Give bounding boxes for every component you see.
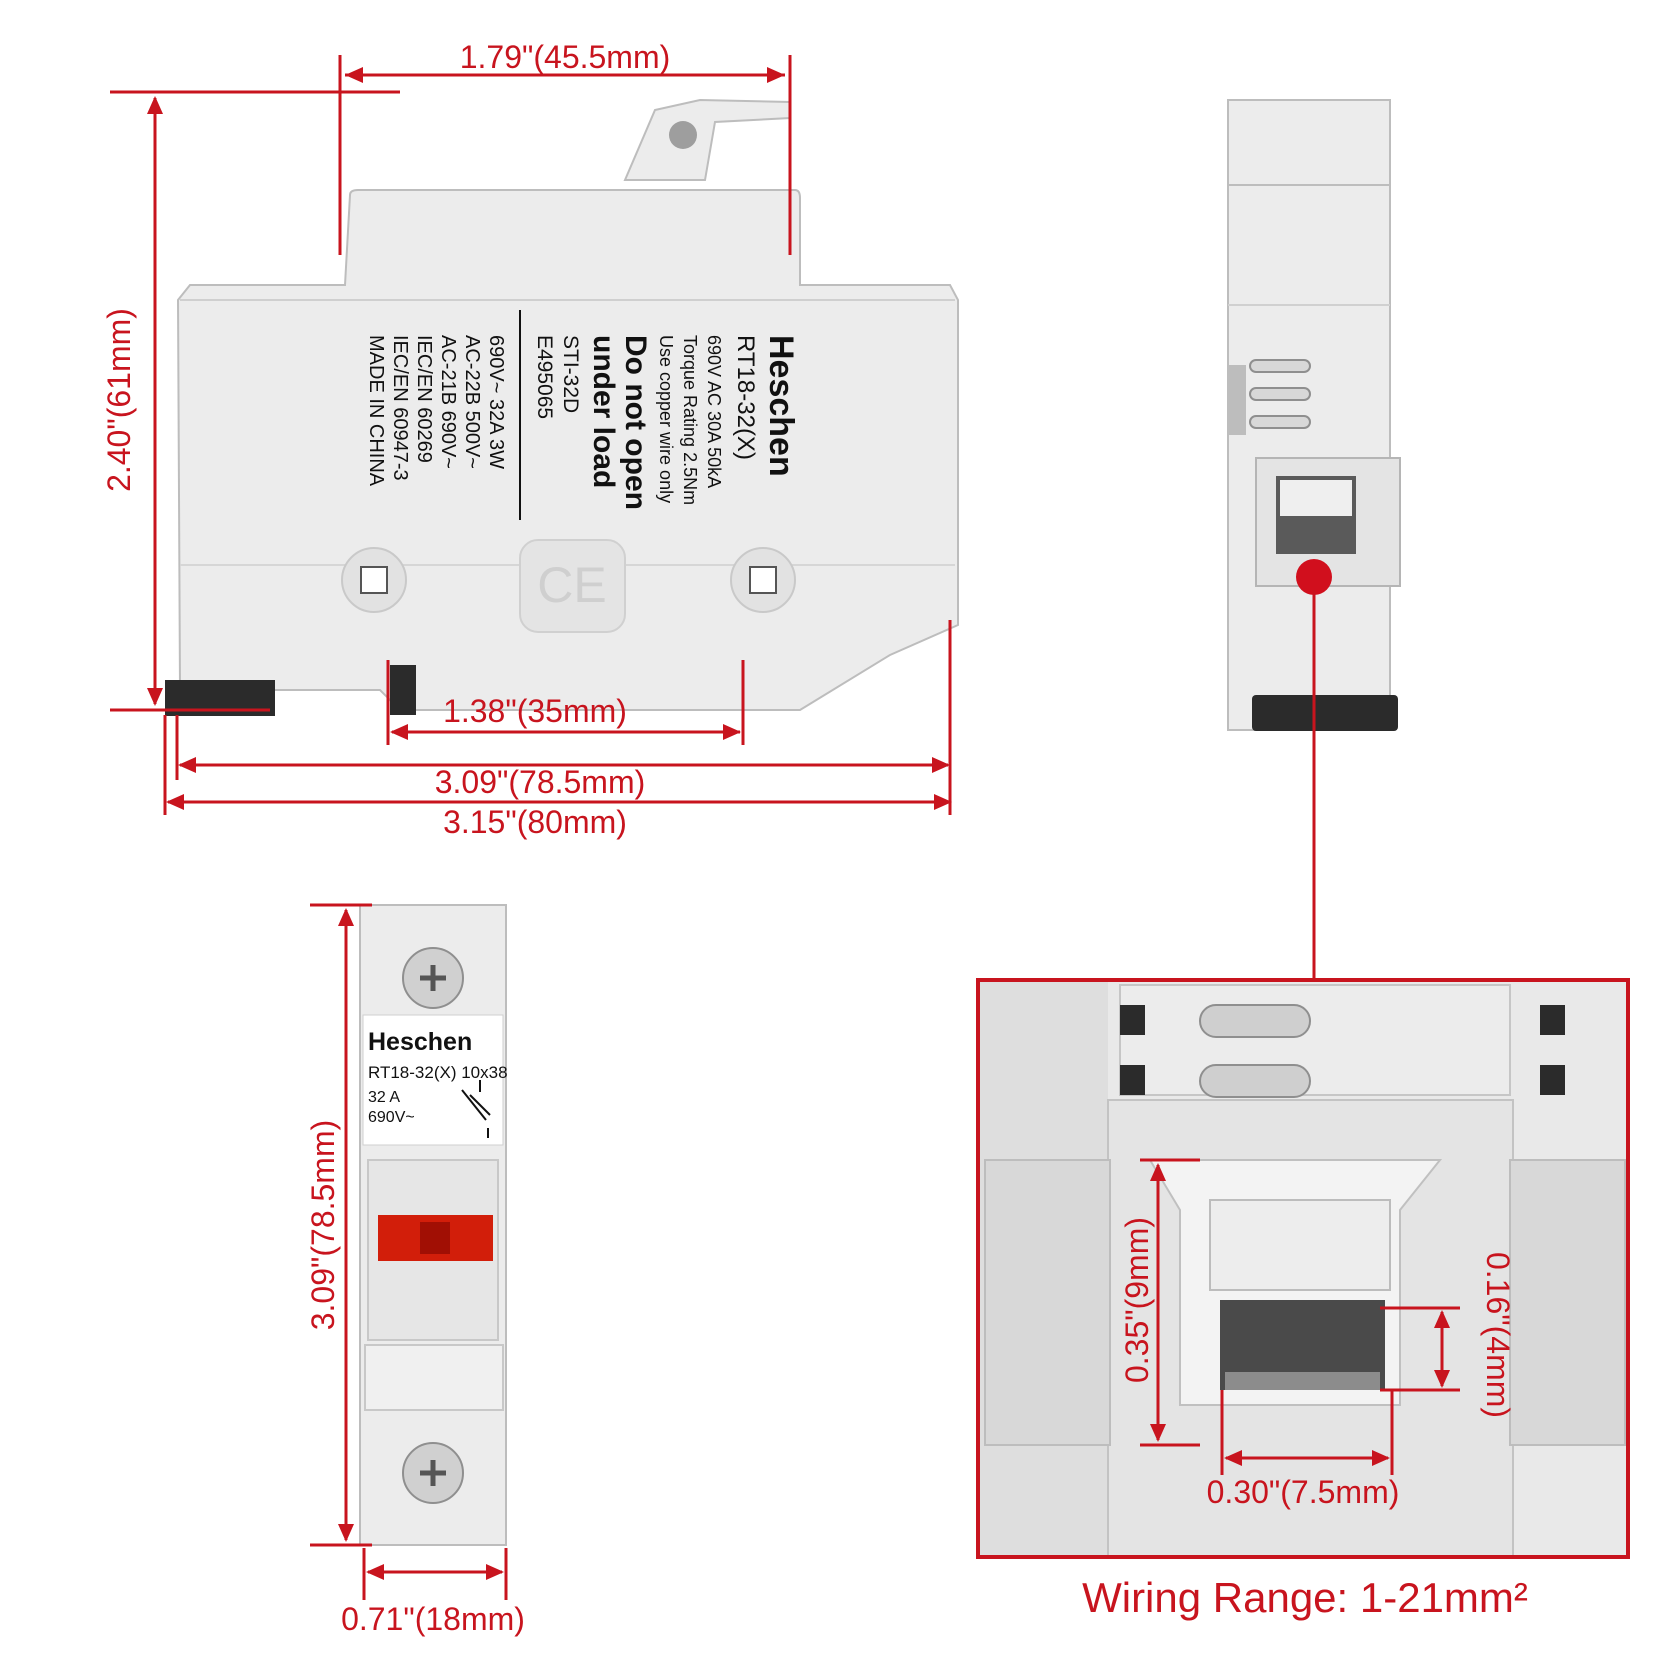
- callout-dot: [1296, 559, 1332, 595]
- detail-contact-1: [1199, 1004, 1311, 1038]
- side-view: CE Heschen RT18-32(X) 690V AC 30A 50kA T…: [101, 39, 959, 840]
- clip-hole: [669, 121, 697, 149]
- dim-front-width: 0.71"(18mm): [341, 1601, 525, 1637]
- side-warning-2: under load: [587, 335, 620, 488]
- side-spec-5: IEC/EN 60947-3: [389, 335, 411, 481]
- detail-frame: [976, 978, 1630, 1559]
- side-spec-3: AC-21B 690V~: [437, 335, 459, 469]
- ce-mark: [519, 539, 626, 633]
- side-brand: Heschen: [762, 335, 800, 477]
- mount-hole-right: [749, 566, 777, 594]
- side-label: Heschen RT18-32(X) 690V AC 30A 50kA Torq…: [365, 310, 800, 520]
- top-clip: [623, 98, 791, 181]
- end-contact-1: [1249, 359, 1311, 373]
- end-top-cap: [1227, 99, 1391, 191]
- din-foot-hook: [390, 665, 416, 715]
- side-spec-4: IEC/EN 60269: [413, 335, 435, 463]
- dim-clamp-height: 0.35"(9mm): [1119, 1217, 1155, 1383]
- end-din-foot: [1252, 695, 1398, 731]
- side-warning-1: Do not open: [619, 335, 652, 510]
- ce-mark-text: CE: [537, 557, 606, 613]
- end-view: [1227, 99, 1401, 980]
- detail-clamp-plate: [1209, 1199, 1391, 1291]
- side-rating: 690V AC 30A 50kA: [704, 335, 724, 488]
- wiring-range-caption: Wiring Range: 1-21mm²: [1082, 1574, 1528, 1621]
- dim-length-inner: 3.09"(78.5mm): [435, 764, 646, 800]
- side-torque: Torque Rating 2.5Nm: [680, 335, 700, 505]
- mount-hole-left: [360, 566, 388, 594]
- dim-clamp-gap: 0.16"(4mm): [1480, 1252, 1516, 1418]
- dim-height: 2.40"(61mm): [101, 308, 137, 492]
- dim-front-height: 3.09"(78.5mm): [305, 1120, 341, 1331]
- fuse-symbol-icon: [461, 1080, 491, 1138]
- front-brand: Heschen: [368, 1028, 472, 1056]
- side-model: RT18-32(X): [732, 335, 759, 460]
- side-copper: Use copper wire only: [656, 335, 676, 503]
- front-current: 32 A: [368, 1089, 400, 1106]
- detail-contact-2: [1199, 1064, 1311, 1098]
- detail-view: 0.35"(9mm) 0.16"(4mm) 0.30"(7.5mm) Wirin…: [976, 978, 1630, 1621]
- end-contact-2: [1249, 387, 1311, 401]
- side-spec-1: 690V~ 32A 3W: [485, 335, 507, 469]
- dim-din-rail: 1.38"(35mm): [443, 693, 627, 729]
- front-model: RT18-32(X) 10x38: [368, 1063, 508, 1082]
- side-code-2: E495065: [533, 335, 556, 419]
- end-contact-3: [1249, 415, 1311, 429]
- side-code-1: STI-32D: [559, 335, 582, 413]
- side-origin: MADE IN CHINA: [365, 335, 387, 487]
- dim-length-outer: 3.15"(80mm): [443, 804, 627, 840]
- front-view: Heschen RT18-32(X) 10x38 32 A 690V~ 3.09…: [305, 903, 525, 1637]
- front-handle: [364, 1344, 504, 1411]
- dim-clamp-width: 0.30"(7.5mm): [1207, 1474, 1400, 1510]
- side-spec-2: AC-22B 500V~: [461, 335, 483, 469]
- front-voltage: 690V~: [368, 1109, 415, 1126]
- dim-top-width: 1.79"(45.5mm): [460, 39, 671, 75]
